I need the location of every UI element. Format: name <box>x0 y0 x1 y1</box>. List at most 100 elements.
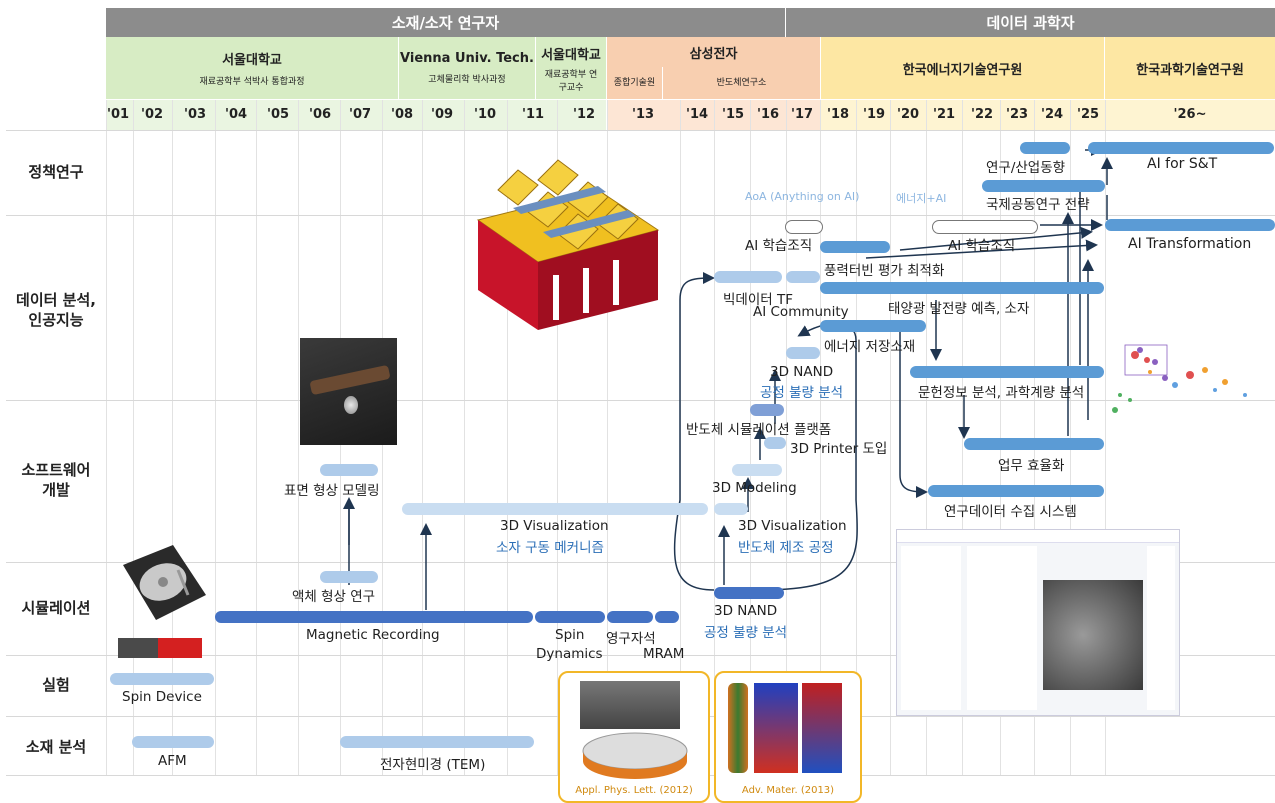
label-bigdata: 빅데이터 TF <box>723 292 793 308</box>
year-label: '09 <box>430 107 454 122</box>
water-droplet-photo <box>300 338 397 445</box>
row-label-data-ai-line1: 데이터 분석, <box>16 291 96 309</box>
grid-vline <box>256 100 257 775</box>
label-magnetic: Magnetic Recording <box>306 627 440 643</box>
label-wind: 풍력터빈 평가 최적화 <box>824 263 945 279</box>
grid-vline <box>557 100 558 775</box>
label-work-eff: 업무 효율화 <box>998 458 1065 474</box>
year-label: '20 <box>896 107 920 122</box>
institution-sub-sait: 종합기술원 <box>613 78 656 88</box>
institution-name: 서울대학교 <box>222 53 282 68</box>
year-label: '13 <box>631 107 655 122</box>
label-pub-advmater: Adv. Mater. (2013) <box>741 785 835 796</box>
label-research-data: 연구데이터 수집 시스템 <box>944 504 1077 520</box>
label-pub-apl: Appl. Phys. Lett. (2012) <box>575 785 693 796</box>
bar-3d-vis-2 <box>714 503 748 515</box>
row-label-data-ai-line2: 인공지능 <box>28 311 84 329</box>
grid-hline <box>6 655 1275 656</box>
institution-name: 서울대학교 <box>541 47 601 63</box>
grid-hline <box>6 215 1275 216</box>
year-label: '02 <box>140 107 164 122</box>
bar-spin-dynamics <box>535 611 605 623</box>
grid-vline <box>926 100 927 775</box>
research-data-system-screenshot <box>896 529 1180 716</box>
institution-sub: 재료공학부 연구교수 <box>544 69 598 93</box>
label-nand-data-1: 3D NAND <box>770 364 834 380</box>
grid-vline <box>464 100 465 775</box>
grid-vline <box>1000 100 1001 775</box>
year-label: '21 <box>932 107 956 122</box>
bar-intl-strategy <box>982 180 1105 192</box>
pill-aoa <box>785 220 823 234</box>
grid-vline <box>786 100 787 775</box>
row-label-software: 소프트웨어 개발 <box>6 460 106 500</box>
year-label: '08 <box>390 107 414 122</box>
grid-vline <box>750 100 751 775</box>
bar-perm-magnet <box>607 611 653 623</box>
year-label: '04 <box>224 107 248 122</box>
year-label: '07 <box>348 107 372 122</box>
label-vis2-2: 반도체 제조 공정 <box>738 540 834 556</box>
label-semi-sim-platform: 반도체 시뮬레이션 플랫폼 <box>686 422 832 438</box>
hard-disk-illustration <box>123 545 206 620</box>
row-label-software-line2: 개발 <box>42 481 70 499</box>
bar-nand-sim <box>714 587 784 599</box>
bar-research-trend <box>1020 142 1070 154</box>
label-afm: AFM <box>158 753 187 769</box>
label-printer: 3D Printer 도입 <box>790 441 888 457</box>
institution-name: 삼성전자 <box>689 47 738 62</box>
publication-panel-advmater: Adv. Mater. (2013) <box>714 671 862 803</box>
year-label: '15 <box>721 107 745 122</box>
grid-vline <box>607 100 608 775</box>
publication-panel-apl: Appl. Phys. Lett. (2012) <box>558 671 710 803</box>
label-energy-storage: 에너지 저장소재 <box>824 339 916 355</box>
network-scatter-illustration <box>1112 344 1247 413</box>
header-group-materials-researcher: 소재/소자 연구자 <box>106 8 785 37</box>
bar-magnetic <box>215 611 533 623</box>
grid-vline <box>133 100 134 775</box>
year-label: '26~ <box>1173 107 1207 122</box>
grid-hline <box>6 562 1275 563</box>
year-label: '18 <box>826 107 850 122</box>
grid-vline <box>1034 100 1035 775</box>
spin-device-illustration <box>118 636 202 660</box>
pill-energy-ai <box>932 220 1038 234</box>
bar-mram <box>655 611 679 623</box>
row-label-policy: 정책연구 <box>28 163 84 181</box>
bar-bigdata-tf <box>714 271 782 283</box>
year-label: '24 <box>1040 107 1064 122</box>
bar-work-eff <box>964 438 1104 450</box>
label-ai-org-2: AI 학습조직 <box>948 238 1016 254</box>
institution-name: 한국에너지기술연구원 <box>902 62 1023 78</box>
grid-vline <box>820 100 821 775</box>
year-label: '17 <box>790 107 814 122</box>
header-group-data-scientist: 데이터 과학자 <box>786 8 1275 37</box>
label-mram: MRAM <box>643 646 685 662</box>
label-intl-strategy: 국제공동연구 전략 <box>986 197 1090 213</box>
label-vis2-1: 3D Visualization <box>738 518 847 534</box>
label-perm: 영구자석 <box>606 631 656 647</box>
year-label: '10 <box>473 107 497 122</box>
bar-3d-modeling <box>732 464 782 476</box>
grid-vline <box>172 100 173 775</box>
grid-vline <box>422 100 423 775</box>
bar-tem <box>340 736 534 748</box>
institution-snu-1: 서울대학교 재료공학부 석박사 통합과정 <box>106 37 398 99</box>
institution-vienna: Vienna Univ. Tech. 고체물리학 박사과정 <box>399 37 535 99</box>
label-3d-modeling: 3D Modeling <box>712 480 797 496</box>
year-row <box>106 100 1275 130</box>
row-label-materials: 소재 분석 <box>25 738 87 756</box>
bar-research-data <box>928 485 1104 497</box>
bar-ai-for-st <box>1088 142 1274 154</box>
year-label: '16 <box>756 107 780 122</box>
institution-kier: 한국에너지기술연구원 <box>821 37 1104 99</box>
label-surface: 표면 형상 모델링 <box>284 483 380 499</box>
label-spin-dyn-1: Spin <box>555 627 585 643</box>
year-label: '19 <box>862 107 886 122</box>
institution-kist: 한국과학기술연구원 <box>1105 37 1275 99</box>
grid-vline <box>106 100 107 775</box>
label-nand-sim-1: 3D NAND <box>714 603 778 619</box>
grid-vline <box>507 100 508 775</box>
bar-semi-sim-platform <box>750 404 784 416</box>
